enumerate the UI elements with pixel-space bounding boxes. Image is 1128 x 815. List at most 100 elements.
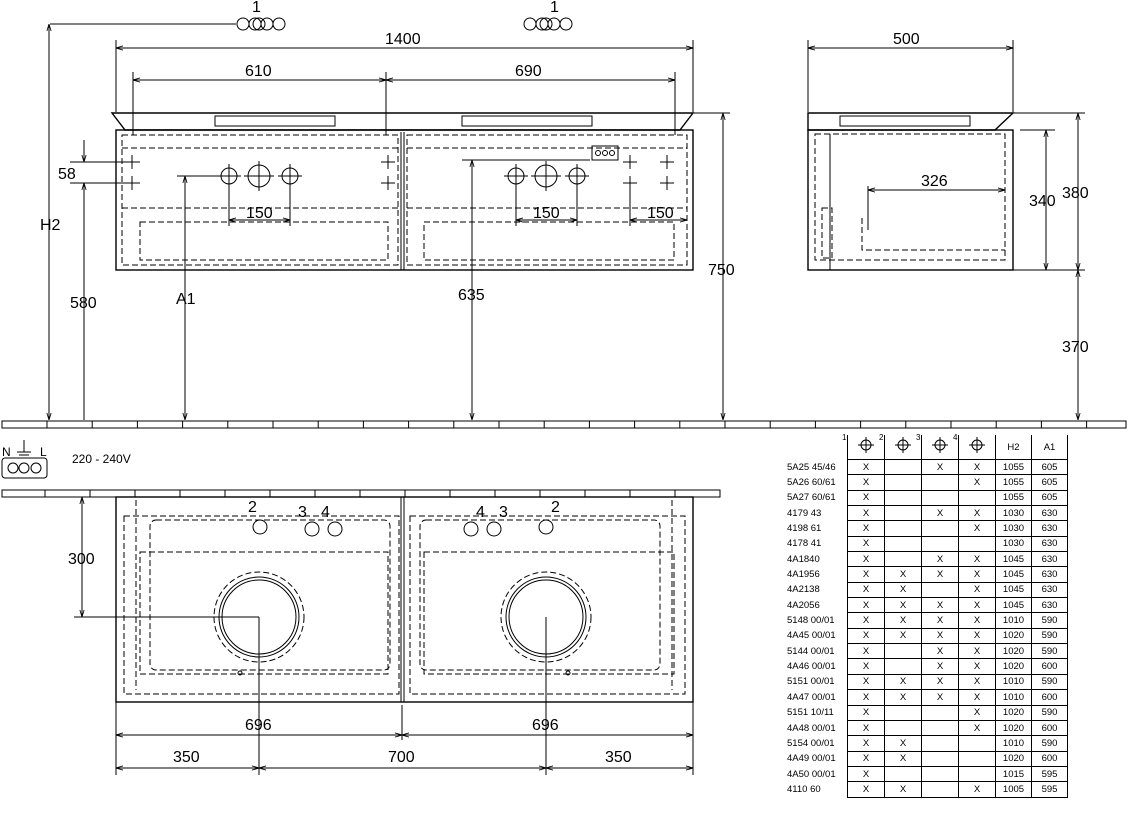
table-cell-col-1: X [847,643,885,660]
table-cell-h2: 1020 [995,658,1032,675]
table-cell-h2: 1020 [995,750,1032,767]
table-cell-col-1: X [847,581,885,599]
table-cell-col-3 [921,535,959,553]
dim-690: 690 [515,63,542,80]
table-cell-col-4: X [958,520,996,537]
table-cell-col-2: X [884,735,922,752]
dim-340: 340 [1029,193,1056,210]
voltage-label: 220 - 240V [72,452,131,466]
table-cell-col-2: X [884,781,922,798]
table-cell-col-2: X [884,581,922,599]
table-cell-col-3: X [921,689,959,706]
table-cell-model: 5154 00/01 [785,735,848,752]
table-cell-model: 4A48 00/01 [785,720,848,736]
table-cell-a1: 590 [1031,612,1068,629]
table-cell-col-3: X [921,566,959,583]
table-header-2: 2 [879,433,922,460]
plan-view [1,489,721,775]
dim-h2: H2 [40,217,61,234]
table-cell-col-3: X [921,627,959,645]
table-cell-a1: 630 [1031,566,1068,583]
table-cell-col-3: X [921,551,959,568]
table-cell-model: 5A27 60/61 [785,490,848,506]
table-header-a1: A1 [1031,435,1068,460]
floor-line [1,420,1127,429]
dim-58: 58 [58,166,76,183]
table-cell-h2: 1010 [995,612,1032,629]
table-cell-col-4: X [958,581,996,599]
table-header-number: 1 [842,433,847,442]
dim-150-right: 150 [647,205,674,222]
table-cell-model: 4178 41 [785,536,848,552]
table-cell-col-4: X [958,658,996,675]
table-cell-col-3 [921,719,959,737]
table-cell-h2: 1010 [995,689,1032,706]
table-cell-col-1: X [847,458,885,476]
table-cell-col-4: X [958,627,996,645]
table-cell-col-4: X [958,704,996,721]
table-cell-col-3 [921,474,959,491]
table-cell-col-2 [884,658,922,675]
dim-150-mid: 150 [533,205,560,222]
table-cell-col-1: X [847,781,885,798]
table-cell-model: 4A1840 [785,551,848,567]
table-cell-col-2: X [884,612,922,629]
callout-2-right: 2 [551,499,560,516]
model-table: 1 2 3 4 H2 A1 5A [785,433,1068,798]
table-cell-a1: 605 [1031,474,1068,491]
table-cell-col-2: X [884,689,922,706]
table-cell-h2: 1055 [995,458,1032,476]
table-header-number: 4 [953,433,958,442]
table-cell-a1: 590 [1031,673,1068,691]
table-cell-col-1: X [847,689,885,706]
table-cell-col-2: X [884,597,922,614]
table-cell-h2: 1045 [995,597,1032,614]
table-cell-col-2 [884,551,922,568]
table-cell-col-4: X [958,566,996,583]
dim-635: 635 [458,287,485,304]
table-cell-h2: 1030 [995,520,1032,537]
table-header-number: 2 [879,433,884,442]
table-cell-col-4: X [958,689,996,706]
table-cell-model: 5148 00/01 [785,612,848,629]
dim-380: 380 [1062,185,1089,202]
table-cell-col-1: X [847,612,885,629]
faucet-hole-icon-3 [930,435,950,455]
table-cell-col-3 [921,520,959,537]
table-cell-h2: 1045 [995,551,1032,568]
table-cell-col-3: X [921,658,959,675]
table-cell-col-3: X [921,597,959,614]
table-cell-col-3 [921,735,959,752]
table-cell-col-2 [884,535,922,553]
table-cell-col-3 [921,750,959,767]
table-cell-col-3 [921,781,959,798]
table-cell-a1: 605 [1031,458,1068,476]
table-cell-col-2: X [884,673,922,691]
table-header-4: 4 [953,433,996,460]
table-cell-col-3: X [921,458,959,476]
table-cell-h2: 1030 [995,535,1032,553]
dim-350-right: 350 [605,749,632,766]
table-cell-col-1: X [847,658,885,675]
dim-750: 750 [708,262,735,279]
table-cell-a1: 600 [1031,689,1068,706]
marker-1-right: 1 [550,0,559,16]
table-cell-col-1: X [847,765,885,783]
table-cell-model: 5A25 45/46 [785,459,848,475]
table-cell-model: 4198 61 [785,520,848,537]
table-cell-col-4: X [958,551,996,568]
table-cell-col-1: X [847,551,885,568]
table-cell-col-2: X [884,627,922,645]
table-cell-col-1: X [847,505,885,522]
table-cell-a1: 630 [1031,581,1068,599]
dim-696-right: 696 [532,717,559,734]
dim-370: 370 [1062,339,1089,356]
dim-150-left: 150 [246,205,273,222]
table-cell-col-4: X [958,673,996,691]
